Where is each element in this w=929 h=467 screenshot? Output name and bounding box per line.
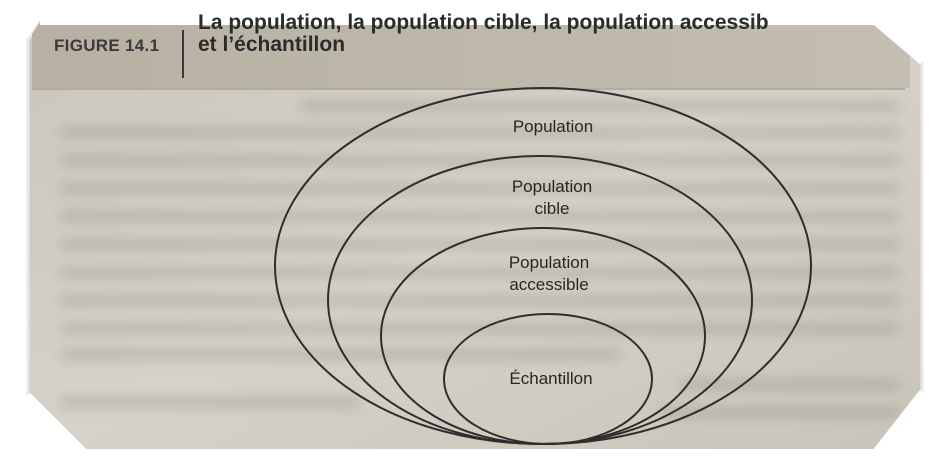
figure-title: La population, la population cible, la p… [198, 12, 888, 56]
label-population-accessible-line-1: Population [508, 253, 590, 272]
background-text-lines [60, 102, 900, 417]
label-echantillon-text: Échantillon [509, 369, 593, 388]
label-population-cible-line-1: Population [511, 177, 593, 196]
label-population: Population [513, 116, 593, 138]
figure-title-line-1: La population, la population cible, la p… [198, 12, 769, 34]
header-band [32, 22, 910, 88]
figure-number: FIGURE 14.1 [54, 36, 160, 55]
label-echantillon: Échantillon [509, 368, 592, 390]
label-population-accessible: Population accessible [509, 252, 589, 296]
label-population-cible-line-2: cible [534, 199, 570, 218]
ellipse-echantillon [443, 313, 653, 445]
label-population-text: Population [512, 117, 594, 136]
nested-population-diagram [274, 87, 812, 445]
label-population-accessible-line-2: accessible [509, 275, 589, 294]
figure-title-line-2: et l’échantillon [198, 33, 346, 56]
label-population-cible: Population cible [512, 176, 592, 220]
